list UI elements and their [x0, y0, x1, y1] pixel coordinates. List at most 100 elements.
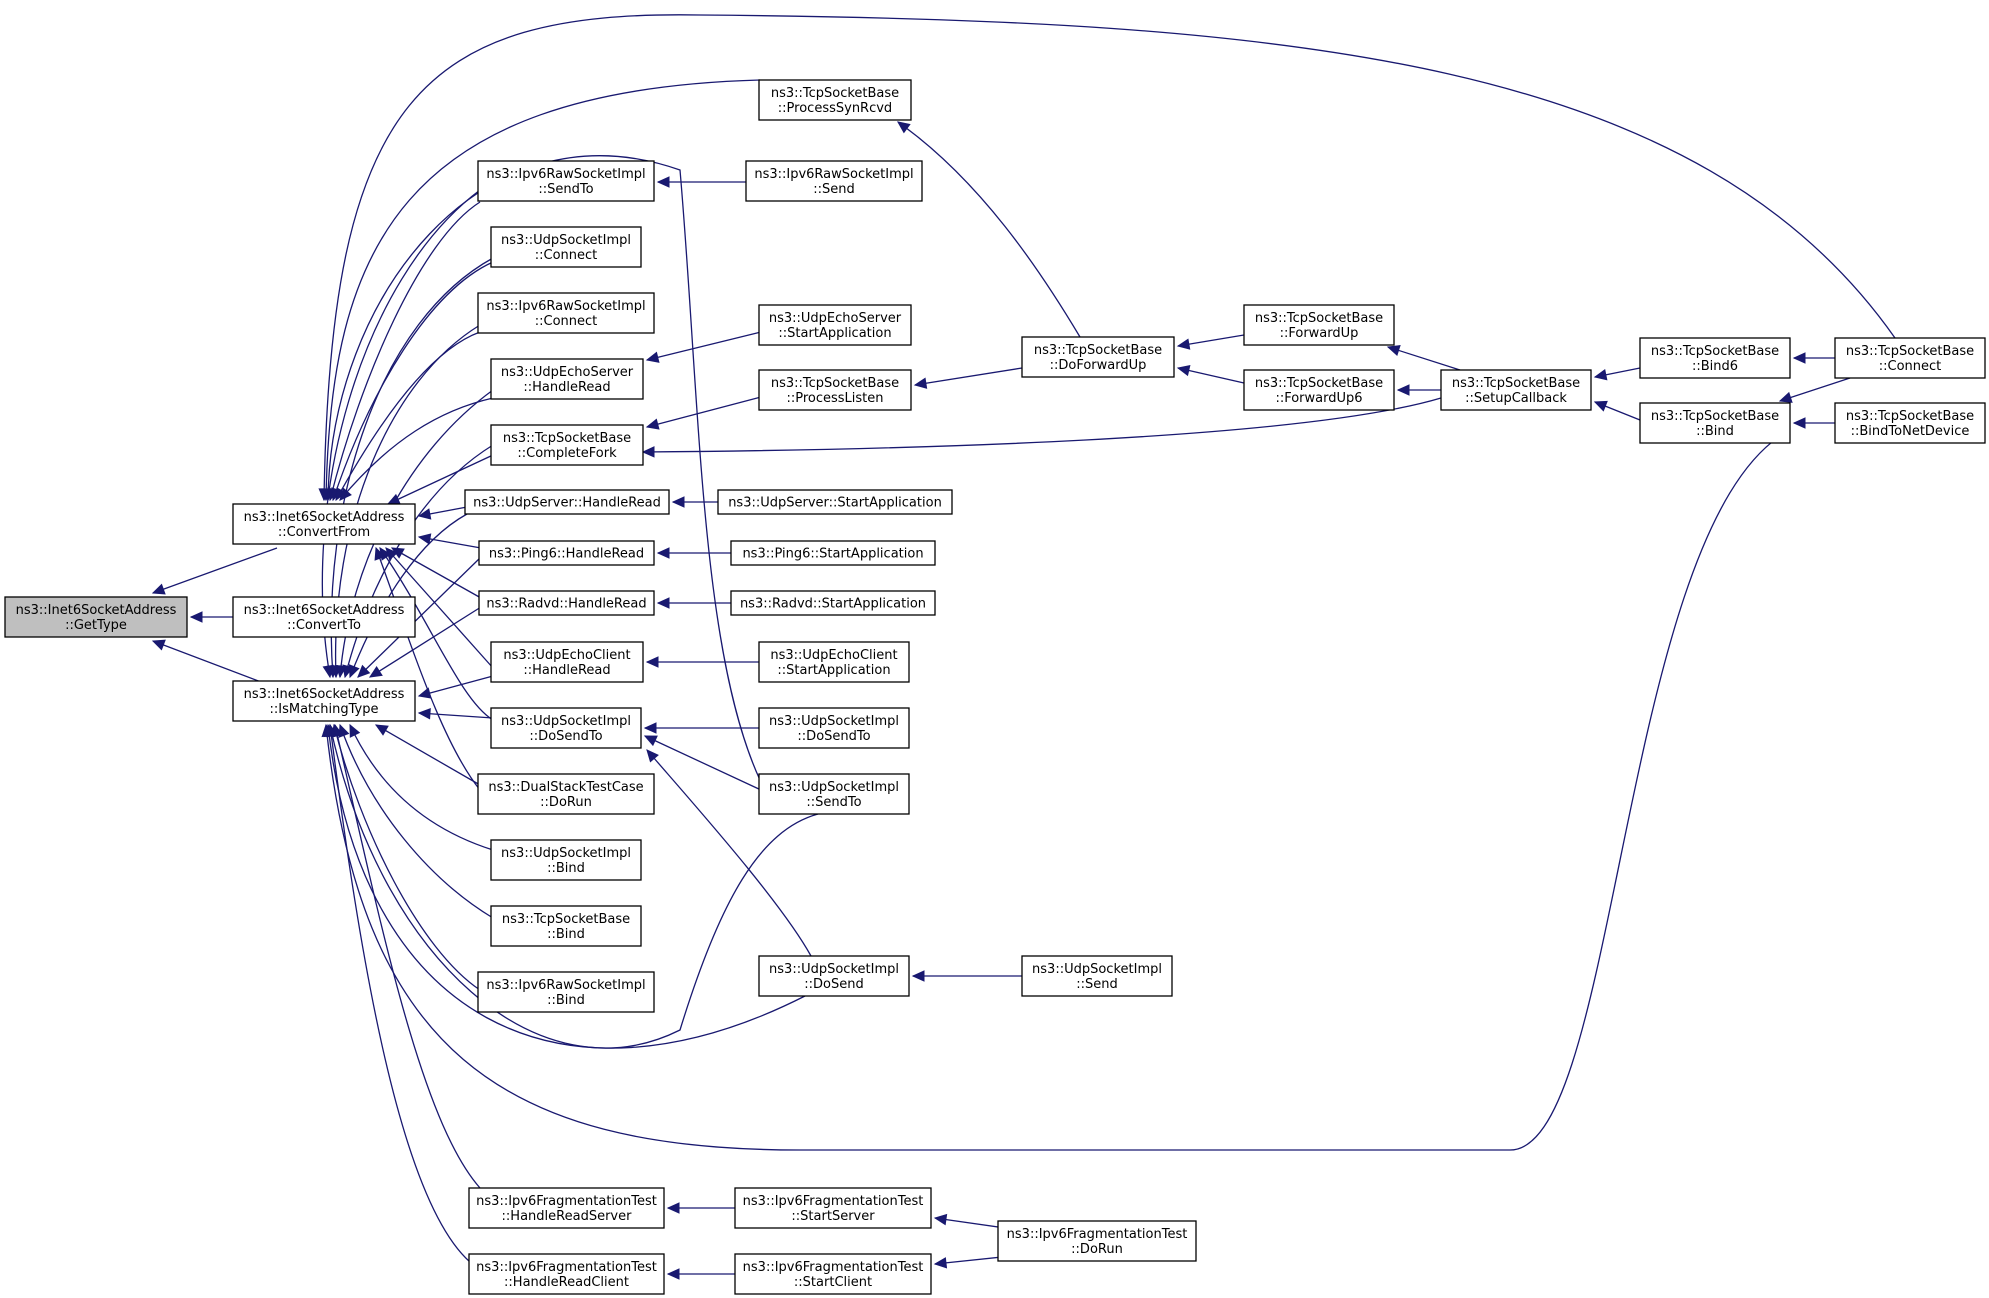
node-tcp-forwardup[interactable]: ns3::TcpSocketBase::ForwardUp: [1243, 304, 1395, 346]
node-raw-connect[interactable]: ns3::Ipv6RawSocketImpl::Connect: [477, 292, 655, 334]
edge-line: [418, 712, 494, 719]
arrowhead: [374, 724, 389, 736]
edge-line: [325, 79, 761, 501]
node-udp-sendto[interactable]: ns3::UdpSocketImpl::SendTo: [758, 773, 910, 815]
node-udp-dosendto[interactable]: ns3::UdpSocketImpl::DoSendTo: [490, 707, 642, 749]
node-label: ::GetType: [65, 618, 127, 633]
node-tcp-completefork[interactable]: ns3::TcpSocketBase::CompleteFork: [490, 424, 644, 466]
node-label: ns3::Inet6SocketAddress: [16, 603, 177, 618]
node-box: [1021, 336, 1175, 378]
edge-tcp_connect-to-convertfrom: [318, 14, 1896, 502]
node-tcp-processlisten[interactable]: ns3::TcpSocketBase::ProcessListen: [758, 369, 912, 411]
node-frag-handlereadserver[interactable]: ns3::Ipv6FragmentationTest::HandleReadSe…: [468, 1187, 665, 1229]
node-udpserver-start[interactable]: ns3::UdpServer::StartApplication: [717, 489, 953, 515]
arrowhead: [417, 687, 432, 699]
node-echoclient-handleread[interactable]: ns3::UdpEchoClient::HandleRead: [490, 641, 644, 683]
node-udp-bind[interactable]: ns3::UdpSocketImpl::Bind: [490, 839, 642, 881]
node-ping6-handleread[interactable]: ns3::Ping6::HandleRead: [478, 540, 655, 566]
node-udp-send[interactable]: ns3::UdpSocketImpl::Send: [1021, 955, 1173, 997]
arrowhead: [656, 597, 670, 609]
edge-tcp_setupcallback-to-tcp_forwardup6: [1396, 384, 1441, 396]
node-label: ::Bind: [547, 861, 585, 876]
node-label: ns3::Ipv6RawSocketImpl: [486, 978, 645, 993]
node-label: ::DoSend: [804, 977, 863, 992]
node-echoserver-handleread[interactable]: ns3::UdpEchoServer::HandleRead: [490, 358, 644, 400]
arrowhead: [1176, 338, 1191, 350]
node-tcp-setupcallback[interactable]: ns3::TcpSocketBase::SetupCallback: [1440, 369, 1592, 411]
arrowhead: [656, 176, 670, 188]
node-raw-sendto[interactable]: ns3::Ipv6RawSocketImpl::SendTo: [477, 160, 655, 202]
node-label: ::ForwardUp: [1280, 326, 1359, 341]
node-label: ns3::Ipv6RawSocketImpl: [486, 167, 645, 182]
node-ping6-start[interactable]: ns3::Ping6::StartApplication: [730, 540, 936, 566]
node-ismatchingtype[interactable]: ns3::Inet6SocketAddress::IsMatchingType: [232, 680, 416, 722]
node-gettype[interactable]: ns3::Inet6SocketAddress::GetType: [4, 596, 188, 638]
edge-tcp_bind_left-to-ismatchingtype: [338, 723, 494, 919]
node-label: ::DoForwardUp: [1050, 358, 1147, 373]
node-raw-bind[interactable]: ns3::Ipv6RawSocketImpl::Bind: [477, 971, 655, 1013]
node-box: [1021, 955, 1173, 997]
node-label: ::StartClient: [794, 1275, 872, 1290]
node-udp-connect[interactable]: ns3::UdpSocketImpl::Connect: [490, 226, 642, 268]
node-frag-startserver[interactable]: ns3::Ipv6FragmentationTest::StartServer: [734, 1187, 932, 1229]
node-echoclient-start[interactable]: ns3::UdpEchoClient::StartApplication: [758, 641, 910, 683]
edge-line: [646, 331, 762, 361]
node-box: [1834, 402, 1986, 444]
node-box: [478, 540, 655, 566]
node-radvd-start[interactable]: ns3::Radvd::StartApplication: [730, 590, 936, 616]
node-box: [477, 971, 655, 1013]
node-label: ::HandleRead: [523, 380, 610, 395]
edge-line: [644, 735, 762, 791]
edge-tcp_doforwardup-to-tcp_processsynrcvd: [897, 121, 1081, 338]
edge-dualstack_dorun-to-convertfrom: [374, 546, 481, 791]
node-frag-handlereadclient[interactable]: ns3::Ipv6FragmentationTest::HandleReadCl…: [468, 1253, 665, 1295]
node-raw-send[interactable]: ns3::Ipv6RawSocketImpl::Send: [745, 160, 923, 202]
node-tcp-doforwardup[interactable]: ns3::TcpSocketBase::DoForwardUp: [1021, 336, 1175, 378]
graph-edges: [151, 14, 1896, 1280]
node-label: ::Bind6: [1692, 359, 1738, 374]
node-label: ::Connect: [535, 248, 598, 263]
arrowhead: [417, 508, 432, 520]
node-label: ::ProcessSynRcvd: [778, 101, 892, 116]
node-tcp-processsynrcvd[interactable]: ns3::TcpSocketBase::ProcessSynRcvd: [758, 79, 912, 121]
edge-line: [375, 547, 481, 791]
node-radvd-handleread[interactable]: ns3::Radvd::HandleRead: [478, 590, 655, 616]
node-label: ns3::Ping6::StartApplication: [742, 547, 923, 562]
node-tcp-bind-right[interactable]: ns3::TcpSocketBase::Bind: [1639, 402, 1791, 444]
arrowhead: [646, 749, 659, 763]
node-convertto[interactable]: ns3::Inet6SocketAddress::ConvertTo: [232, 596, 416, 638]
edge-line: [349, 513, 468, 678]
node-tcp-bind-left[interactable]: ns3::TcpSocketBase::Bind: [490, 905, 642, 947]
node-udp-dosend[interactable]: ns3::UdpSocketImpl::DoSend: [758, 955, 910, 997]
node-box: [1243, 369, 1395, 411]
node-label: ::Bind: [547, 993, 585, 1008]
node-convertfrom[interactable]: ns3::Inet6SocketAddress::ConvertFrom: [232, 503, 416, 545]
node-box: [477, 160, 655, 202]
node-echoserver-start[interactable]: ns3::UdpEchoServer::StartApplication: [758, 304, 912, 346]
node-box: [490, 424, 644, 466]
edge-line: [329, 201, 481, 501]
edge-ping6_start-to-ping6_handleread: [656, 547, 731, 559]
node-tcp-bindtonetdevice[interactable]: ns3::TcpSocketBase::BindToNetDevice: [1834, 402, 1986, 444]
node-udpserver-handleread[interactable]: ns3::UdpServer::HandleRead: [464, 489, 670, 515]
node-label: ns3::TcpSocketBase: [1651, 344, 1779, 359]
node-label: ns3::UdpSocketImpl: [769, 780, 899, 795]
node-label: ns3::Ipv6FragmentationTest: [1007, 1227, 1188, 1242]
edge-line: [323, 14, 1896, 501]
edge-line: [379, 547, 494, 721]
node-label: ::CompleteFork: [517, 446, 617, 461]
node-tcp-bind6[interactable]: ns3::TcpSocketBase::Bind6: [1639, 337, 1791, 379]
node-label: ::ForwardUp6: [1275, 391, 1362, 406]
node-frag-dorun[interactable]: ns3::Ipv6FragmentationTest::DoRun: [997, 1220, 1197, 1262]
node-box: [1834, 337, 1986, 379]
edge-tcp_forwardup-to-tcp_doforwardup: [1176, 334, 1245, 350]
node-tcp-forwardup6[interactable]: ns3::TcpSocketBase::ForwardUp6: [1243, 369, 1395, 411]
node-tcp-connect[interactable]: ns3::TcpSocketBase::Connect: [1834, 337, 1986, 379]
node-label: ::Bind: [547, 927, 585, 942]
node-frag-startclient[interactable]: ns3::Ipv6FragmentationTest::StartClient: [734, 1253, 932, 1295]
node-dualstack-dorun[interactable]: ns3::DualStackTestCase::DoRun: [477, 773, 655, 815]
edge-line: [646, 396, 762, 428]
node-box: [1639, 402, 1791, 444]
node-udp-dosendto2[interactable]: ns3::UdpSocketImpl::DoSendTo: [758, 707, 910, 749]
node-box: [490, 707, 642, 749]
